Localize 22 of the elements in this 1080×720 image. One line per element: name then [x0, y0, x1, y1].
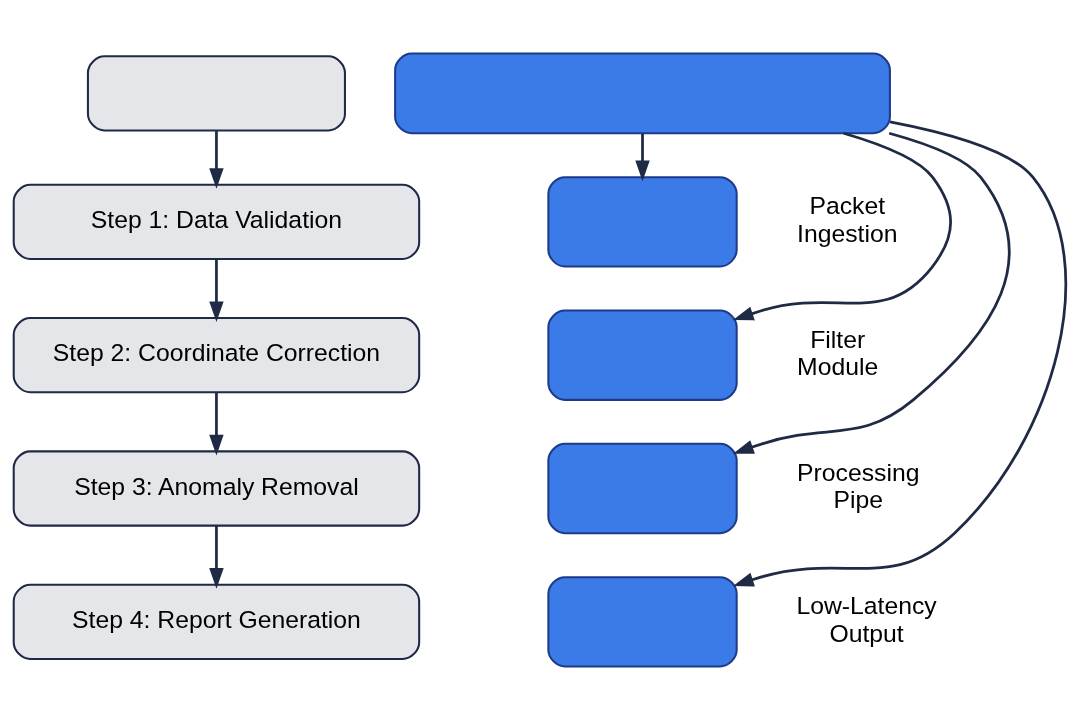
- node-box: Step 4: Report Generation: [12, 583, 421, 660]
- node-box: [86, 55, 346, 132]
- node-label: Packet Ingestion: [797, 192, 898, 247]
- node-box: Step 2: Coordinate Correction: [12, 317, 421, 394]
- node-pill: [547, 442, 738, 535]
- arrow: [209, 525, 224, 589]
- node-pill: [547, 309, 738, 401]
- node-label: Processing Pipe: [797, 458, 920, 514]
- node-pill: [547, 176, 738, 268]
- arrow: [733, 120, 1068, 587]
- arrow: [209, 259, 224, 323]
- node-label: Filter Module: [797, 325, 879, 380]
- node-box: Step 1: Data Validation: [12, 183, 421, 260]
- arrow: [733, 131, 1011, 454]
- arrow: [209, 131, 224, 189]
- arrow: [732, 131, 952, 321]
- node-box: Step 3: Anomaly Removal: [12, 450, 421, 527]
- node-label: Low-Latency Output: [796, 592, 937, 647]
- node-pill: [547, 576, 738, 668]
- arrow: [635, 133, 650, 182]
- node-bar: [394, 52, 891, 135]
- arrow: [209, 392, 224, 456]
